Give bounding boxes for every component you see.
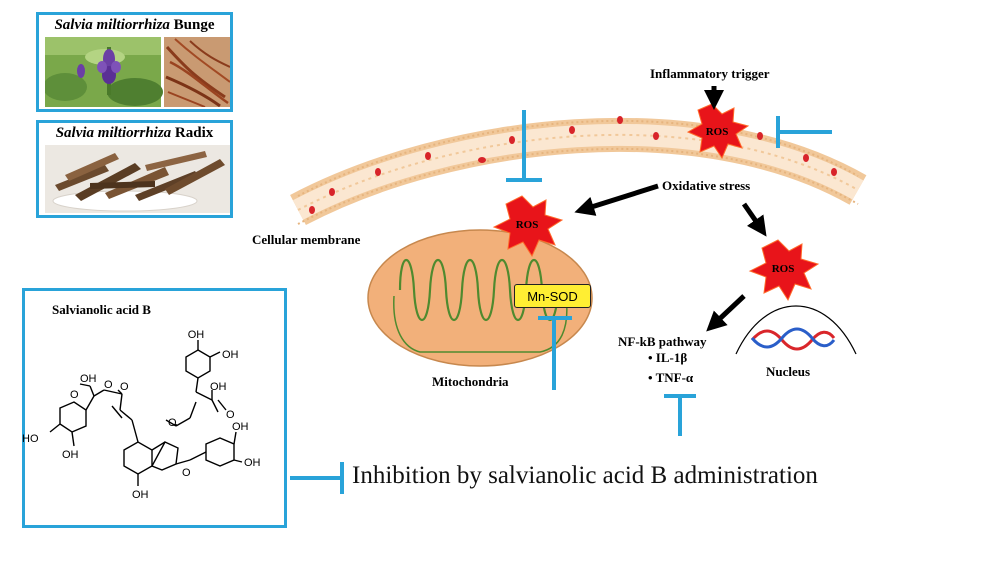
inhibition-markers (290, 110, 832, 494)
il1b-label: • IL-1β (648, 350, 688, 365)
mitochondria-label: Mitochondria (432, 374, 509, 389)
cellular-membrane-label: Cellular membrane (252, 232, 361, 247)
cellular-membrane (290, 117, 867, 226)
ros-burst-membrane (686, 103, 750, 160)
arrows (574, 86, 767, 332)
membrane-proteins (309, 116, 837, 214)
plant-photo-box: Salvia miltiorrhiza Bunge (36, 12, 233, 112)
inflammatory-trigger-label: Inflammatory trigger (650, 66, 770, 81)
mitochondrion (367, 229, 593, 367)
radix-photo (45, 145, 230, 213)
oxidative-stress-label: Oxidative stress (662, 178, 751, 193)
ros-label-membrane: ROS (706, 126, 729, 138)
nucleus (735, 305, 857, 355)
compound-box (22, 288, 287, 528)
ros-burst-cyto (748, 239, 820, 302)
ros-burst-mito (492, 195, 564, 258)
radix-photo-box: Salvia miltiorrhiza Radix (36, 120, 233, 218)
ros-label-cyto: ROS (772, 263, 795, 275)
nucleus-label: Nucleus (766, 364, 811, 379)
ros-label-mito: ROS (516, 219, 539, 231)
mn-sod-box: Mn-SOD (514, 284, 591, 308)
nfkb-pathway-label: NF-kB pathway (618, 334, 707, 349)
compound-title: Salvianolic acid B (52, 302, 151, 317)
plant-photo-title: Salvia miltiorrhiza Bunge (54, 17, 215, 33)
radix-photo-title: Salvia miltiorrhiza Radix (55, 125, 214, 141)
plant-photo (45, 37, 230, 107)
inhibition-caption: Inhibition by salvianolic acid B adminis… (352, 462, 818, 489)
tnfa-label: • TNF-α (648, 370, 694, 385)
